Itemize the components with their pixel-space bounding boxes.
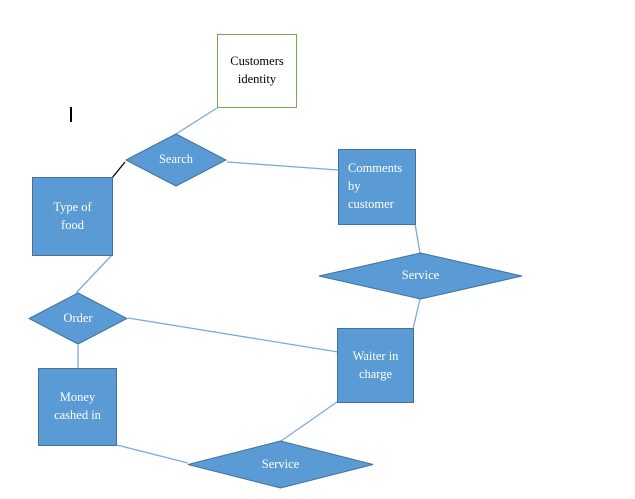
node-order[interactable]: Order — [28, 292, 128, 345]
node-service-lower[interactable]: Service — [187, 440, 374, 489]
connector-type-of-food-order[interactable] — [75, 254, 113, 294]
text-cursor — [70, 107, 72, 122]
node-waiter-in-charge[interactable]: Waiter in charge — [337, 328, 414, 403]
node-comments-by-customer-label: Comments by customer — [348, 161, 403, 211]
connector-customers-search[interactable] — [175, 107, 218, 135]
node-service-upper[interactable]: Service — [318, 252, 523, 300]
node-search[interactable]: Search — [125, 133, 227, 187]
connector-comments-service-upper[interactable] — [414, 223, 421, 254]
connector-search-comments[interactable] — [226, 161, 339, 171]
diamond-shape — [187, 440, 374, 489]
diamond-shape — [28, 292, 128, 345]
connector-search-type-of-food[interactable] — [111, 161, 126, 179]
node-type-of-food[interactable]: Type of food — [32, 177, 113, 256]
node-comments-by-customer[interactable]: Comments by customer — [338, 149, 416, 225]
node-customers-identity-label: Customers identity — [230, 54, 284, 86]
diamond-shape — [318, 252, 523, 300]
node-money-cashed-in-label: Money cashed in — [54, 390, 101, 422]
node-waiter-in-charge-label: Waiter in charge — [352, 348, 399, 381]
connector-order-waiter[interactable] — [127, 317, 339, 353]
diamond-shape — [125, 133, 227, 187]
connector-money-service-lower[interactable] — [116, 444, 189, 464]
node-customers-identity[interactable]: Customers identity — [217, 34, 297, 108]
node-money-cashed-in[interactable]: Money cashed in — [38, 368, 117, 446]
connector-waiter-service-lower[interactable] — [280, 401, 338, 442]
node-type-of-food-label: Type of food — [53, 199, 92, 232]
connector-service-upper-waiter[interactable] — [412, 298, 421, 330]
